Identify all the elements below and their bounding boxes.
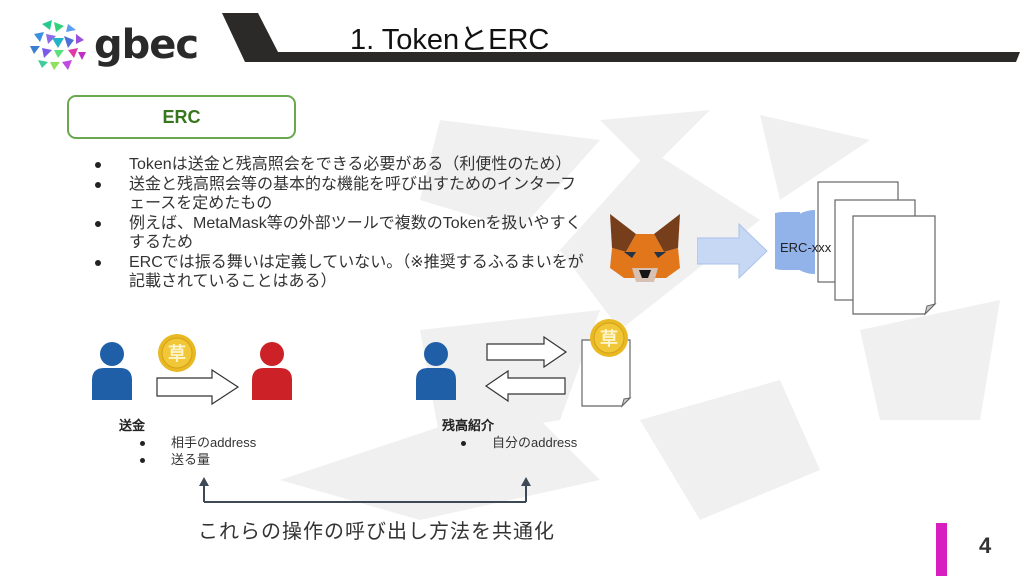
page-title: 1. TokenとERC (350, 24, 550, 56)
coin-icon: 草 (158, 334, 196, 372)
title-bar-shape (222, 13, 1020, 62)
gbec-logo: gbec (28, 18, 208, 70)
request-arrow-icon (486, 336, 568, 368)
balance-params: 自分のaddress (461, 434, 577, 451)
param-item: 送る量 (140, 451, 256, 468)
bracket-connector-icon (199, 477, 531, 503)
bullet-list: Tokenは送金と残高照会をできる必要がある（利便性のため） 送金と残高照会等の… (92, 155, 592, 292)
logo-mark-icon (30, 20, 86, 70)
balance-caption: 残高紹介 (442, 418, 495, 433)
recipient-person-icon (252, 342, 292, 400)
bullet-item: ERCでは振る舞いは定義していない。（※推奨するふるまいをが記載されていることは… (92, 253, 592, 292)
erc-standard-label: ERC-xxx (780, 240, 832, 255)
arrow-right-icon (697, 222, 768, 280)
coin-icon: 草 (590, 319, 628, 357)
logo-text: gbec (94, 22, 199, 68)
bullet-item: 送金と残高照会等の基本的な機能を呼び出すためのインターフェースを定めたもの (92, 175, 592, 214)
response-arrow-icon (484, 370, 566, 402)
transfer-caption: 送金 (119, 418, 146, 433)
page-accent-bar (936, 523, 947, 576)
bottom-caption: これらの操作の呼び出し方法を共通化 (198, 521, 555, 543)
page-number: 4 (979, 533, 992, 558)
svg-text:草: 草 (168, 343, 186, 365)
owner-person-icon (416, 342, 456, 400)
sender-person-icon (92, 342, 132, 400)
bullet-item: 例えば、MetaMask等の外部ツールで複数のTokenを扱いやすくするため (92, 214, 592, 253)
bullet-item: Tokenは送金と残高照会をできる必要がある（利便性のため） (92, 155, 592, 175)
transfer-params: 相手のaddress 送る量 (140, 434, 256, 468)
param-item: 自分のaddress (461, 434, 577, 451)
param-item: 相手のaddress (140, 434, 256, 451)
section-label-box: ERC (67, 95, 296, 139)
transfer-arrow-icon (156, 368, 240, 406)
svg-text:草: 草 (600, 328, 618, 350)
metamask-fox-icon (610, 214, 680, 282)
document-stack-icon (775, 181, 937, 316)
